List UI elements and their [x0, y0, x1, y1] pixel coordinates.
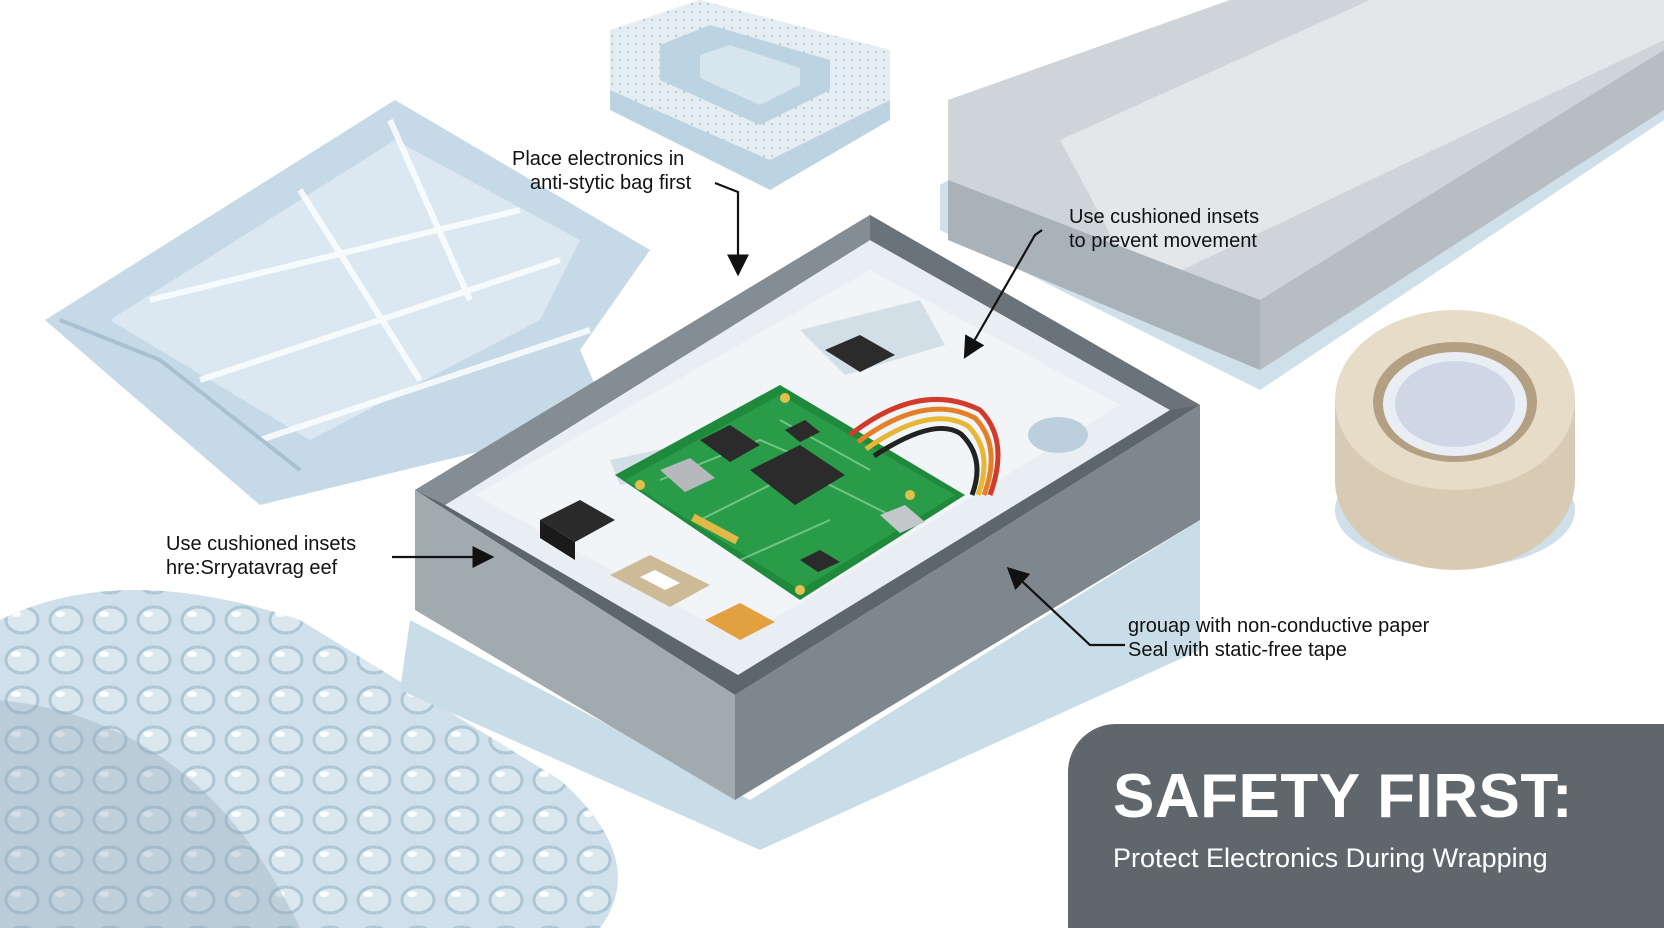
callout-antistatic-bag-line1: Place electronics in [512, 148, 685, 170]
safety-banner [1068, 724, 1664, 928]
callout-cushioned-inserts-left: Use cushioned insets hre:Srryatavrag eef [166, 532, 356, 580]
foam-slab-illustration [940, 0, 1664, 390]
callout-cushioned-inserts-top-line2: to prevent movement [1069, 230, 1257, 252]
callout-wrap-and-seal-line1: grouap with non-conductive paper [1128, 615, 1430, 637]
callout-cushioned-inserts-top-line1: Use cushioned insets [1069, 206, 1260, 228]
callout-arrows [392, 181, 1125, 647]
banner-subtitle: Protect Electronics During Wrapping [1113, 843, 1548, 873]
shipping-box-illustration [400, 215, 1200, 850]
callout-cushioned-inserts-left-line1: Use cushioned insets [166, 533, 357, 555]
callout-cushioned-inserts-left-line2: hre:Srryatavrag eef [166, 557, 338, 579]
bubble-wrap-illustration [0, 590, 618, 928]
callout-wrap-and-seal-line2: Seal with static-free tape [1128, 639, 1347, 661]
callout-antistatic-bag: Place electronics in anti-stytic bag fir… [512, 147, 691, 195]
callout-cushioned-inserts-top: Use cushioned insets to prevent movement [1069, 205, 1259, 253]
banner-title: SAFETY FIRST: [1113, 762, 1574, 831]
antistatic-bag-illustration [45, 100, 650, 505]
callout-wrap-and-seal: grouap with non-conductive paper Seal wi… [1128, 614, 1429, 662]
tape-roll-illustration [1335, 310, 1575, 570]
callout-antistatic-bag-line2: anti-stytic bag first [530, 172, 692, 194]
foam-insert-illustration [610, 0, 890, 190]
